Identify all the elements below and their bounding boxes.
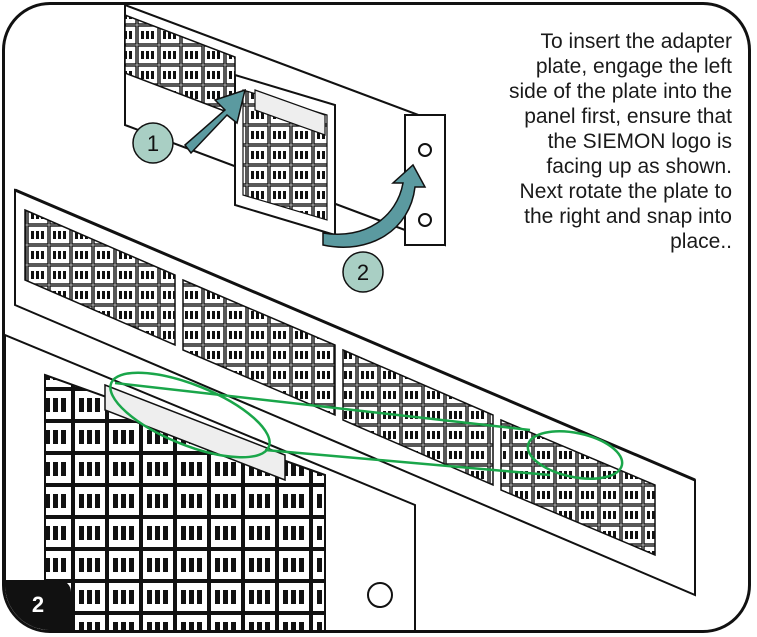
closeup-panel [5, 333, 416, 630]
instruction-text: To insert the adapter plate, engage the … [509, 30, 732, 253]
callout-1-number: 1 [147, 131, 159, 156]
arrow-2 [322, 163, 427, 248]
callout-2: 2 [342, 251, 384, 293]
callout-2-number: 2 [357, 260, 369, 285]
adapter-plate [234, 73, 336, 237]
step-number-badge: 2 [5, 580, 71, 630]
patch-panel-illustration: 1 2 [5, 5, 696, 630]
logo-highlight [109, 371, 624, 480]
arrow-1 [183, 88, 247, 155]
callout-1: 1 [132, 122, 174, 164]
